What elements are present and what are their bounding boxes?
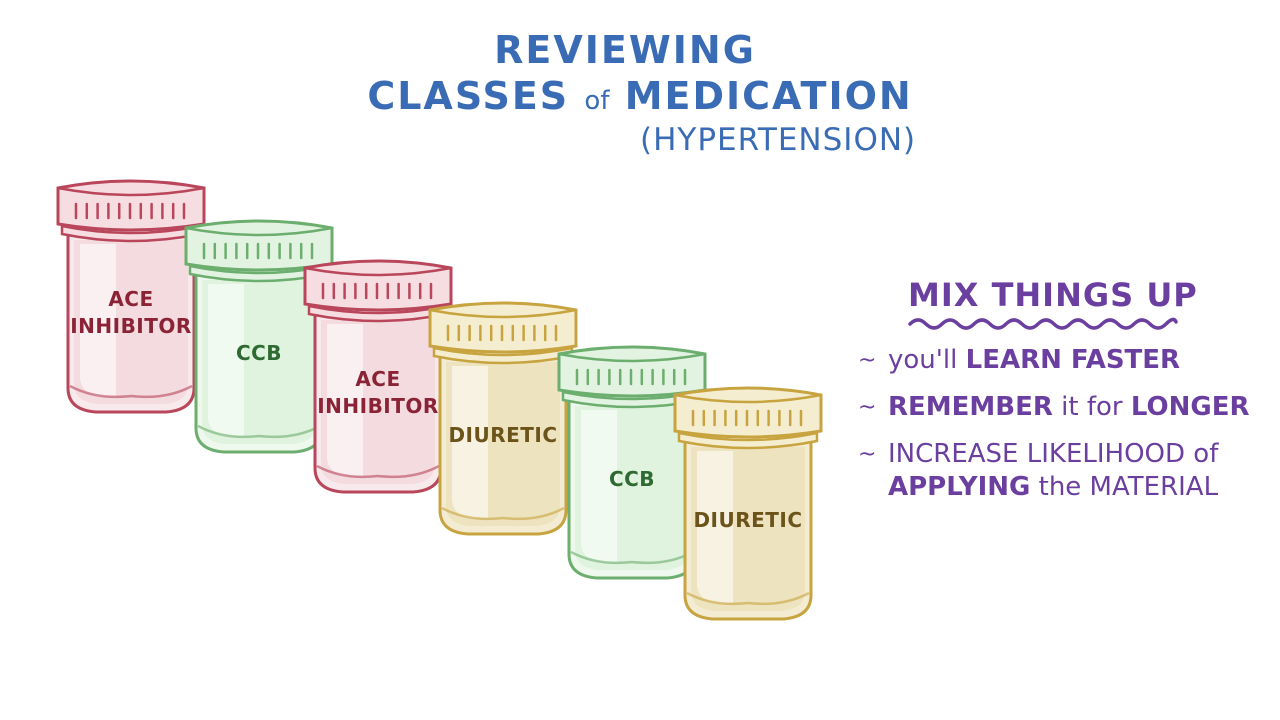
pill-jar-icon [557,345,707,580]
pill-jar-icon [56,179,206,414]
bullet-marker: ~ [858,395,877,420]
tip-item: ~ REMEMBER it for LONGER [858,391,1268,424]
panel-heading: MIX THINGS UP [908,276,1198,314]
pill-jar-3: ACE INHIBITOR [303,254,453,494]
tip-item: ~ you'll LEARN FASTER [858,344,1268,377]
jar-label: CCB [184,340,334,367]
pill-jar-icon [673,386,823,621]
tips-panel: MIX THINGS UP ~ you'll LEARN FASTER ~ RE… [858,276,1268,518]
bullet-marker: ~ [858,442,877,467]
jar-label-line-1: DIURETIC [448,423,558,447]
tip-emphasis: APPLYING [888,472,1031,502]
bullet-marker: ~ [858,348,877,373]
jar-label-line-1: CCB [608,467,656,491]
title-classes: CLASSES [367,74,570,118]
jar-label: ACE INHIBITOR [303,366,453,420]
jar-label-line-1: DIURETIC [693,508,803,532]
squiggle-underline-icon [908,317,1178,330]
tip-text: you'll [888,345,966,375]
pill-jar-6: DIURETIC [673,381,823,621]
pill-jar-1: ACE INHIBITOR [56,174,206,414]
jar-label: ACE INHIBITOR [56,286,206,340]
page-subtitle: (HYPERTENSION) [640,122,917,158]
tip-text: the MATERIAL [1030,472,1219,502]
tip-emphasis: LONGER [1130,392,1250,422]
pill-jar-icon [428,301,578,536]
jar-label-line-1: ACE [108,287,154,311]
jar-label-line-1: ACE [355,367,401,391]
pill-jar-icon [303,259,453,494]
tips-list: ~ you'll LEARN FASTER ~ REMEMBER it for … [858,344,1268,504]
tip-item: ~ INCREASE LIKELIHOOD of APPLYING the MA… [858,438,1268,504]
tip-emphasis: LEARN FASTER [965,345,1181,375]
tip-text: INCREASE LIKELIHOOD of [888,439,1219,469]
jar-label-line-2: INHIBITOR [70,314,192,338]
title-medication: MEDICATION [624,74,913,118]
title-of: of [584,86,610,116]
jar-label: DIURETIC [673,507,823,534]
pill-jar-4: DIURETIC [428,296,578,536]
tip-text: it for [1052,392,1131,422]
title-line-2: CLASSES of MEDICATION [360,72,920,125]
jar-label: DIURETIC [428,422,578,449]
pill-jar-5: CCB [557,340,707,580]
tip-emphasis: REMEMBER [888,392,1053,422]
page-title: REVIEWING CLASSES of MEDICATION [360,28,920,125]
jar-label-line-2: INHIBITOR [317,394,439,418]
jar-label-line-1: CCB [235,341,283,365]
jar-label: CCB [557,466,707,493]
title-line-1: REVIEWING [494,28,756,72]
